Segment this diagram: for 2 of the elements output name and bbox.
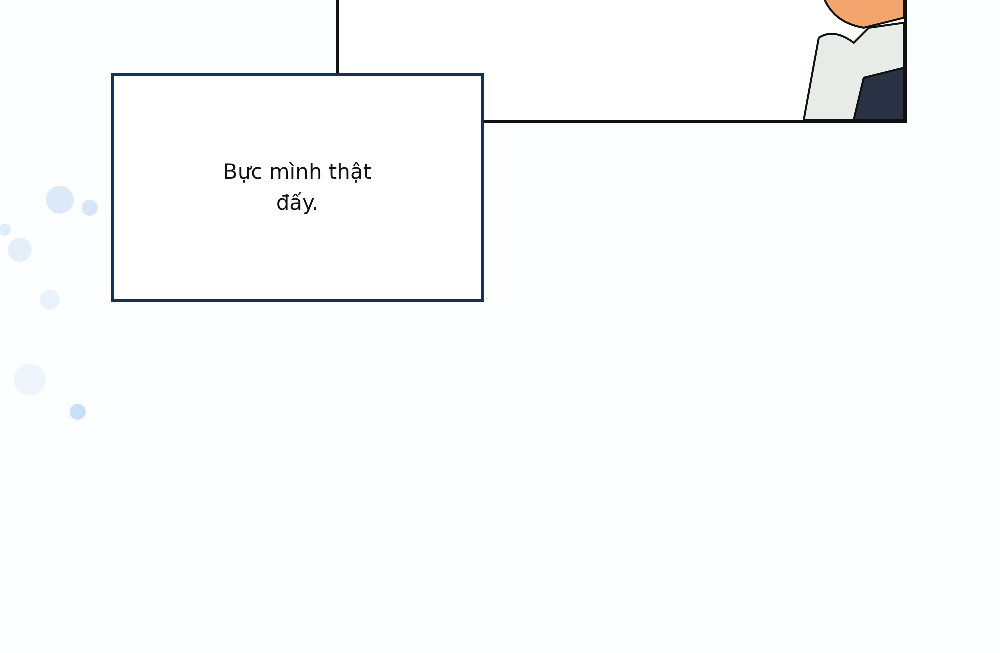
caption-text: Bực mình thật đấy. bbox=[222, 158, 372, 216]
caption-box bbox=[111, 73, 484, 302]
